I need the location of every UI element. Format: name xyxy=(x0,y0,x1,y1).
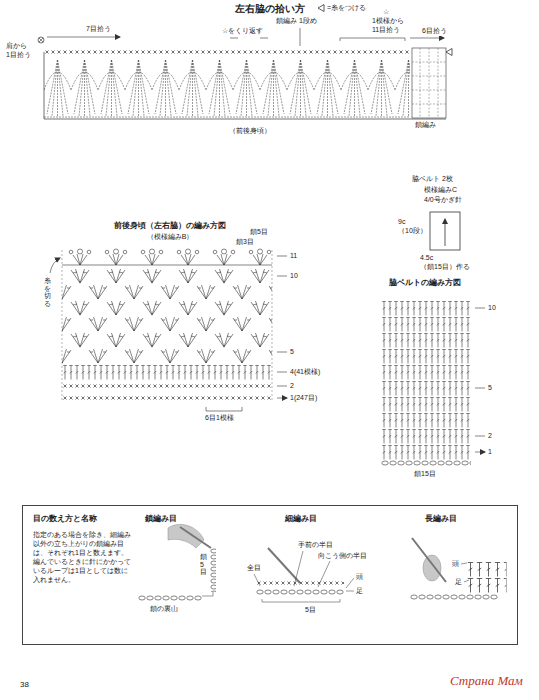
chart-title: 脇ベルトの編み方図 xyxy=(389,278,461,288)
watermark: Страна Мам xyxy=(450,673,523,689)
chain-row xyxy=(381,460,471,466)
chain-row xyxy=(410,594,498,600)
fan-rows xyxy=(44,56,410,118)
box-note: 指定のある場合を除き、細編み以外の立ち上がりの鎖編み目は、それぞれ1目と数えます… xyxy=(33,530,133,585)
legend-symbol xyxy=(318,5,324,12)
start-mark xyxy=(39,38,43,42)
fan-rows xyxy=(62,268,272,364)
dimension: 9c （10段） xyxy=(398,218,426,236)
chart-label: 全目 xyxy=(247,564,261,573)
row-number: 2 xyxy=(290,382,294,391)
chain-row xyxy=(138,595,202,601)
section-title: 左右脇の拾い方 xyxy=(235,3,305,16)
chart-label: 6目拾う xyxy=(422,27,447,36)
join-symbol xyxy=(446,49,452,56)
chart-label: 模様編みC xyxy=(424,186,457,195)
chart-label: 6目1模様 xyxy=(205,414,234,423)
row-number: 5 xyxy=(488,384,492,393)
chart-label: 1模様から 11目拾う xyxy=(372,17,414,35)
repeat-mark xyxy=(230,38,268,39)
chain-link xyxy=(202,592,213,596)
chart-label: 4/0号かぎ針 xyxy=(424,196,462,205)
count-bracket xyxy=(340,38,405,41)
chain-row xyxy=(256,589,344,595)
row-number: 1 xyxy=(488,448,492,457)
stitch-name: 細編み目 xyxy=(285,514,317,524)
row-number: 4(41模様) xyxy=(290,368,320,377)
stitch-name: 長編み目 xyxy=(425,514,457,524)
part-name: （前後身頃） xyxy=(229,127,271,136)
yarn-wrap xyxy=(423,555,441,581)
dimension: 4.5c （鎖15目）作る xyxy=(420,254,470,272)
row-number: 10 xyxy=(488,304,496,313)
chart-label: ☆をくり返す xyxy=(222,27,263,36)
chart-label: 頭 xyxy=(452,560,459,569)
shell-row xyxy=(62,248,272,266)
start-mark xyxy=(38,37,44,43)
chart-label: 糸を切る xyxy=(44,277,51,308)
row-arrow xyxy=(277,256,287,398)
side-stitches xyxy=(412,48,446,118)
chart-label: 鎖5目 xyxy=(250,228,268,237)
part-name: 脇ベルト 2枚 xyxy=(412,175,453,184)
hook xyxy=(412,538,446,582)
dc-posts xyxy=(466,561,507,593)
repeat-symbol: ☆ xyxy=(383,8,389,17)
leader-line xyxy=(300,28,301,46)
row-number: 11 xyxy=(290,252,297,261)
row-number: 10 xyxy=(290,272,298,281)
chart-label: 鎖編み xyxy=(415,121,436,130)
chart-label: 足 xyxy=(356,587,363,596)
edge-line xyxy=(44,52,446,119)
chart-label: 向こう側の半目 xyxy=(318,552,367,561)
count-arrow xyxy=(47,37,120,38)
belt-shape xyxy=(430,212,460,250)
chart-label: 鎖の裏山 xyxy=(150,605,178,614)
row-number: 2 xyxy=(488,432,492,441)
leader-line xyxy=(461,563,469,582)
count-bracket xyxy=(262,599,340,602)
note-box: 目の数え方と名称指定のある場合を除き、細編み以外の立ち上がりの鎖編み目は、それぞ… xyxy=(22,505,518,645)
chart-label: 鎖15目 xyxy=(414,470,436,479)
chart-label: 7目拾う xyxy=(86,25,111,34)
hand-shape xyxy=(168,524,204,548)
stitch-name: 鎖編み目 xyxy=(145,514,177,524)
repeat-bracket xyxy=(206,407,242,411)
chart-label: 手前の半目 xyxy=(298,541,333,550)
row-number: 5 xyxy=(290,348,294,357)
direction-arrow xyxy=(445,219,446,246)
sc-row xyxy=(44,49,410,55)
hook xyxy=(180,527,211,548)
chart-label: 鎖5目 xyxy=(200,553,207,576)
chart-title: 前後身頃（左右脇）の編み方図 xyxy=(114,221,226,231)
count-arrow xyxy=(410,38,444,39)
dc-rows xyxy=(381,300,471,460)
chain-column xyxy=(210,548,216,592)
chart-label: （模様編みB） xyxy=(147,233,194,242)
chart-label: 鎖編み 1段め xyxy=(276,17,317,26)
hook xyxy=(268,548,300,583)
chart-label: 鎖3目 xyxy=(236,238,254,247)
sc-row xyxy=(256,580,344,586)
chart-label: 肩から 1目拾う xyxy=(6,42,36,60)
dc-row xyxy=(62,364,272,380)
chart-edge xyxy=(62,250,272,401)
row-number: 1(247目) xyxy=(290,394,317,403)
row-arrow xyxy=(475,308,485,452)
box-heading: 目の数え方と名称 xyxy=(33,514,97,524)
chart-label: 5目 xyxy=(305,606,316,615)
cut-arrow xyxy=(50,258,60,273)
side-block xyxy=(412,48,446,118)
sc-row xyxy=(62,395,272,401)
chart-label: 頭 xyxy=(356,573,363,582)
sc-row xyxy=(62,383,272,389)
chart-label: 足 xyxy=(455,578,462,587)
page-number: 38 xyxy=(20,680,29,690)
legend-text: =糸をつける xyxy=(327,4,366,13)
